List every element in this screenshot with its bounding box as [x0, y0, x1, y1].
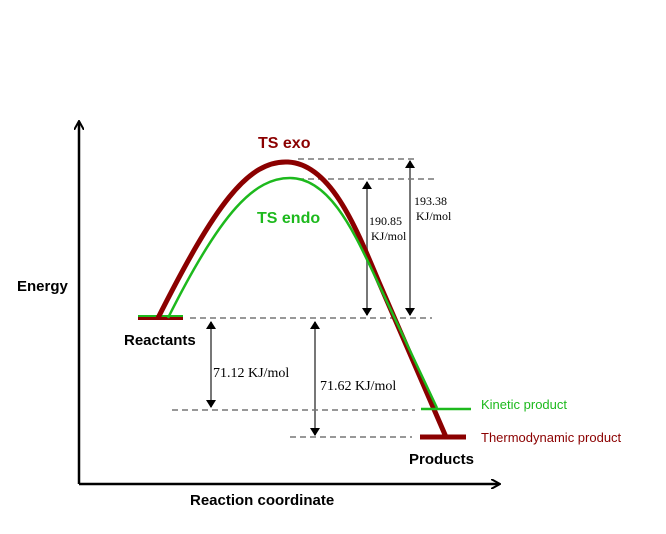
kinetic-delta-label: 71.12 KJ/mol — [213, 366, 289, 381]
thermodynamic-product-label: Thermodynamic product — [481, 430, 622, 445]
endo-barrier-unit: KJ/mol — [371, 229, 407, 243]
kinetic-product-label: Kinetic product — [481, 397, 567, 412]
endo-pathway-curve — [166, 176, 439, 409]
exo-pathway-curve — [155, 159, 449, 438]
reactants-label: Reactants — [124, 332, 196, 349]
thermo-delta-label: 71.62 KJ/mol — [320, 379, 396, 394]
reaction-coordinate-label: Reaction coordinate — [190, 492, 334, 509]
energy-axis-label: Energy — [17, 278, 69, 295]
exo-barrier-value: 193.38 — [414, 194, 447, 208]
ts-endo-label: TS endo — [257, 210, 320, 227]
exo-barrier-unit: KJ/mol — [416, 209, 452, 223]
products-label: Products — [409, 451, 474, 468]
ts-exo-label: TS exo — [258, 135, 311, 152]
endo-barrier-value: 190.85 — [369, 214, 402, 228]
